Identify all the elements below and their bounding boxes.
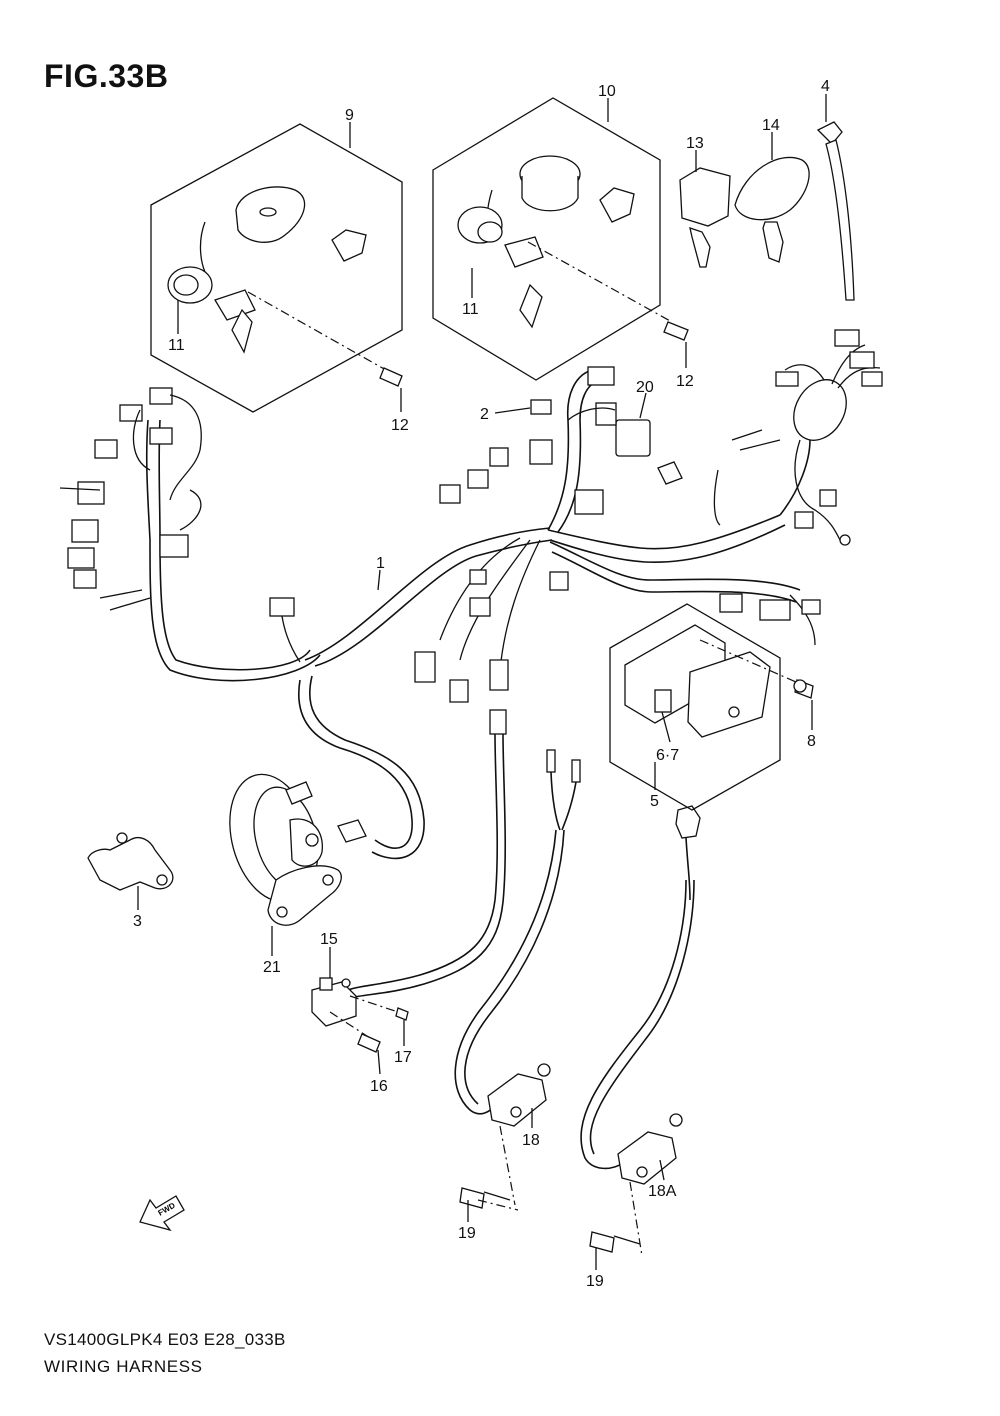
callout-labels: 9 10 4 13 14 11 11 12 12 2 20 1 5 6·7 8 … <box>133 78 830 1290</box>
bracket-3 <box>87 832 174 891</box>
callout-1: 1 <box>376 555 385 572</box>
callout-9: 9 <box>345 107 354 124</box>
callout-17: 17 <box>394 1049 412 1066</box>
key-13 <box>679 167 731 268</box>
callout-4: 4 <box>821 78 830 95</box>
figure-title: FIG.33B <box>44 58 169 94</box>
callout-20: 20 <box>636 379 654 396</box>
callout-18: 18 <box>522 1132 540 1149</box>
callout-15: 15 <box>320 931 338 948</box>
callout-12-right: 12 <box>676 373 694 390</box>
callout-13: 13 <box>686 135 704 152</box>
key-14 <box>734 156 810 263</box>
callout-3: 3 <box>133 913 142 930</box>
callout-19-left: 19 <box>458 1225 476 1242</box>
callout-leaders <box>137 94 827 1270</box>
section-name: WIRING HARNESS <box>44 1357 203 1376</box>
callout-8: 8 <box>807 733 816 750</box>
kit-9-ignition-set <box>150 123 403 413</box>
lead-wire-15 <box>347 709 507 999</box>
callout-6-7: 6·7 <box>656 747 679 764</box>
horn-21 <box>229 773 367 926</box>
main-wiring-harness-1 <box>59 329 883 860</box>
callout-18a: 18A <box>648 1183 677 1200</box>
callout-21: 21 <box>263 959 281 976</box>
callout-12-left: 12 <box>391 417 409 434</box>
kit-10-ignition-set <box>432 97 689 381</box>
callout-10: 10 <box>598 83 616 100</box>
sensor-18a <box>589 1113 683 1257</box>
model-code: VS1400GLPK4 E03 E28_033B <box>44 1330 286 1349</box>
lead-wire-18a <box>580 805 701 1170</box>
cable-tie-4 <box>816 121 855 301</box>
fwd-direction-arrow: FWD <box>139 1195 185 1232</box>
callout-5: 5 <box>650 793 659 810</box>
callout-11-right: 11 <box>462 301 479 318</box>
lead-wire-18 <box>454 749 581 1115</box>
switch-15 <box>311 977 409 1053</box>
sensor-18 <box>459 1063 551 1211</box>
callout-19-right: 19 <box>586 1273 604 1290</box>
callout-16: 16 <box>370 1078 388 1095</box>
kit-5-regulator <box>609 603 814 811</box>
callout-11-left: 11 <box>168 337 185 354</box>
callout-2: 2 <box>480 406 489 423</box>
callout-14: 14 <box>762 117 780 134</box>
